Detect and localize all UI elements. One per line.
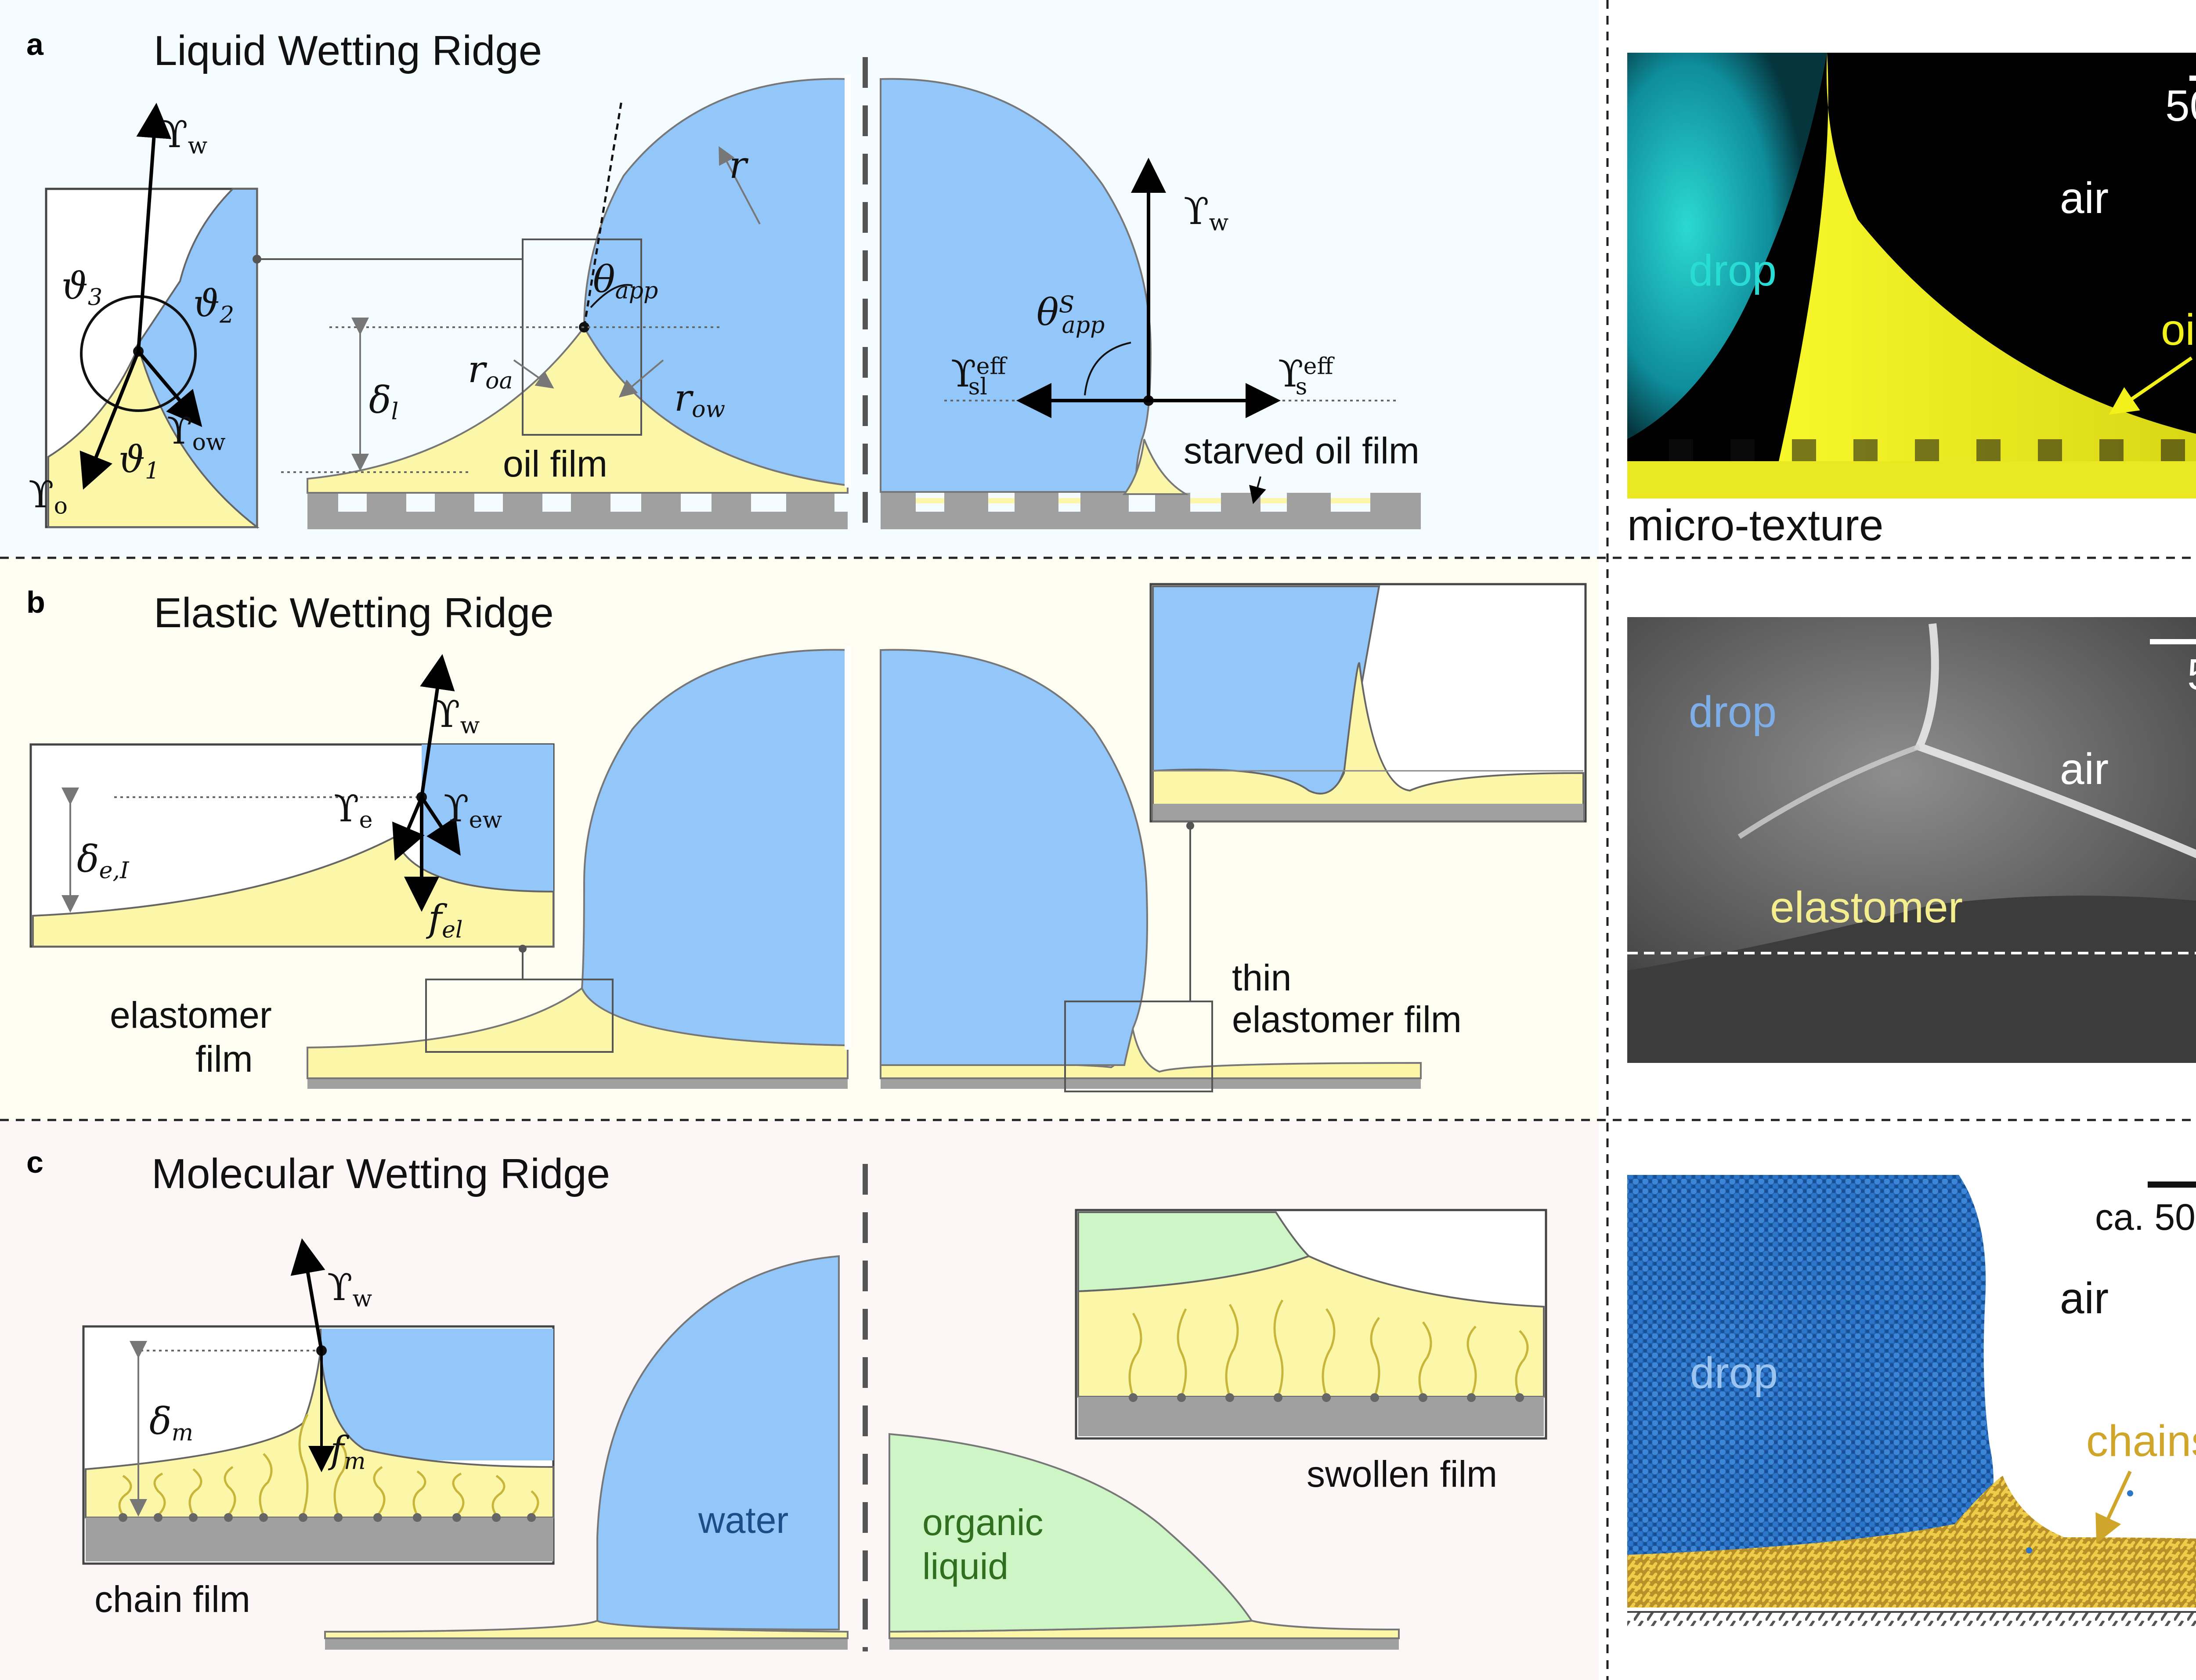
panel-c-inset-right [1075, 1209, 1547, 1440]
label-delta-m: δm [149, 1400, 193, 1446]
photo-a-air: air [2060, 173, 2109, 223]
panel-b-inset: ϒw ϒe ϒew δe,I fel [29, 654, 555, 948]
label-thin-film-1: thin [1232, 957, 1291, 998]
photo-b-drop: drop [1689, 687, 1777, 737]
water-drop-a [583, 78, 849, 487]
label-gamma-o: ϒo [29, 473, 68, 520]
micro-texture-substrate-right [881, 493, 1421, 529]
photo-b-air: air [2060, 744, 2109, 794]
panel-b: b Elastic Wetting Ridge ϒw ϒe ϒew δe,I f… [26, 583, 2196, 1092]
panel-c-inset: ϒw δm fm [82, 1238, 555, 1565]
label-elastomer-film-2: film [195, 1038, 253, 1080]
panel-c-letter: c [26, 1145, 43, 1179]
label-swollen-film: swollen film [1307, 1453, 1497, 1495]
photo-c-scale: ca. 50 nm [2095, 1196, 2196, 1238]
photo-b: 5 μm drop air elastomer [1627, 617, 2196, 1063]
panel-a-letter: a [26, 27, 44, 61]
label-chain-film: chain film [94, 1579, 250, 1620]
panel-a-title: Liquid Wetting Ridge [154, 27, 542, 74]
label-theta1: ϑ1 [119, 438, 159, 484]
panel-b-inset-right [1149, 583, 1587, 823]
panel-c-title: Molecular Wetting Ridge [152, 1150, 610, 1197]
label-thin-film-2: elastomer film [1232, 999, 1462, 1040]
water-drop-b [581, 649, 849, 1047]
label-theta-app: θapp [593, 258, 658, 304]
photo-a-scale: 50 μm [2165, 81, 2196, 130]
photo-a-oil: oil [2161, 305, 2196, 354]
label-gamma-w-a-right: ϒw [1184, 190, 1228, 236]
photo-a-caption: micro-texture [1627, 501, 1883, 550]
label-gamma-w-b: ϒw [435, 693, 480, 739]
starved-oil-ridge [1122, 439, 1189, 495]
label-theta3: ϑ3 [61, 264, 102, 311]
micro-texture-substrate-left [307, 493, 848, 529]
panel-b-letter: b [26, 585, 45, 619]
label-oil-film: oil film [503, 443, 607, 484]
label-f-el: fel [426, 897, 463, 943]
label-gamma-ow: ϒow [167, 409, 226, 456]
photo-b-scale: 5 μm [2187, 650, 2196, 699]
label-organic-1: organic [922, 1502, 1044, 1543]
label-starved-oil-film: starved oil film [1184, 430, 1419, 471]
label-elastomer-film-1: elastomer [110, 994, 272, 1036]
water-drop-a-right [880, 78, 1152, 493]
photo-b-elastomer: elastomer [1770, 883, 1963, 932]
water-drop-b-right [880, 649, 1148, 1066]
photo-a: 50 μm drop air oil [1627, 53, 2196, 499]
photo-a-drop: drop [1689, 246, 1777, 295]
label-gamma-ew: ϒew [444, 787, 502, 834]
label-organic-2: liquid [922, 1546, 1008, 1587]
label-water: water [698, 1499, 788, 1541]
label-delta-l: δl [369, 379, 398, 425]
label-r-ow: row [674, 376, 725, 423]
label-r-oa: roa [468, 348, 513, 394]
label-delta-e-i: δe,I [77, 838, 130, 884]
panel-a: a Liquid Wetting Ridge ϒw ϑ3 ϑ2 ϑ1 ϒow ϒ… [26, 27, 2196, 550]
chain-molecules-inset [118, 1413, 539, 1516]
panel-b-title: Elastic Wetting Ridge [154, 589, 554, 636]
label-gamma-e: ϒe [334, 787, 373, 834]
label-gamma-w-a: ϒw [163, 113, 207, 159]
photo-c-chains: chains [2086, 1416, 2196, 1466]
label-gamma-w-c: ϒw [327, 1266, 372, 1312]
label-r: r [729, 144, 749, 187]
photo-c-drop: drop [1690, 1348, 1778, 1398]
photo-c-air: air [2060, 1274, 2109, 1323]
label-theta2: ϑ2 [193, 282, 234, 329]
water-drop-c [596, 1255, 840, 1631]
panel-c: c Molecular Wetting Ridge [26, 1145, 2196, 1651]
photo-c: ca. 50 nm drop air chains [1627, 1175, 2196, 1626]
organic-liquid-drop [889, 1433, 1253, 1633]
panel-a-inset: ϒw ϑ3 ϑ2 ϑ1 ϒow ϒo [29, 103, 260, 529]
